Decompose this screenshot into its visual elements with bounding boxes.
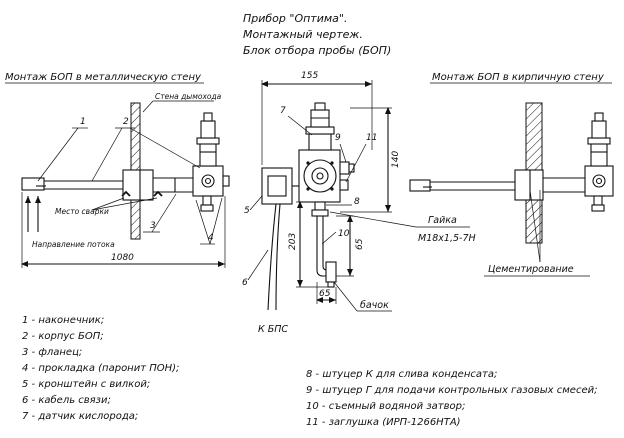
dim-1080: 1080 (111, 253, 134, 263)
callout-1: 1 (80, 117, 86, 127)
legend-left: 1 - наконечник; 2 - корпус БОП; 3 - флан… (22, 315, 179, 422)
title-line-3: Блок отбора пробы (БОП) (243, 44, 391, 57)
callout-9: 9 (335, 133, 341, 143)
flow-direction-label: Направление потока (32, 240, 115, 249)
dim-203: 203 (288, 233, 298, 250)
title-line-1: Прибор "Оптима". (243, 12, 347, 25)
dim-65-horizontal: 65 (319, 289, 331, 299)
legend-item-1: 1 - наконечник; (22, 315, 104, 326)
dim-155: 155 (301, 71, 318, 81)
legend-right: 8 - штуцер К для слива конденсата; 9 - ш… (306, 369, 597, 428)
legend-item-3: 3 - фланец; (22, 347, 82, 358)
right-view-header: Монтаж БОП в кирпичную стену (432, 72, 605, 83)
dim-140: 140 (391, 151, 401, 168)
weld-label: Место сварки (55, 207, 109, 216)
callout-5: 5 (244, 206, 250, 216)
wall-label: Стена дымохода (155, 92, 222, 101)
nut-thread-label: М18х1,5-7Н (418, 233, 476, 244)
legend-item-5: 5 - кронштейн с вилкой; (22, 379, 150, 390)
legend-item-2: 2 - корпус БОП; (22, 331, 104, 342)
left-view-header: Монтаж БОП в металлическую стену (5, 72, 202, 83)
right-view: Монтаж БОП в кирпичную стену Цементирова… (409, 72, 614, 277)
legend-item-6: 6 - кабель связи; (22, 394, 111, 406)
legend-item-4: 4 - прокладка (паронит ПОН); (22, 363, 179, 374)
cementing-label: Цементирование (488, 264, 574, 275)
callout-3: 3 (150, 221, 156, 231)
callout-11: 11 (366, 133, 377, 143)
callout-8: 8 (354, 197, 360, 207)
callout-10: 10 (338, 229, 350, 239)
title-line-2: Монтажный чертеж. (243, 28, 363, 41)
center-view: 155 140 (242, 71, 476, 335)
callout-6: 6 (242, 278, 248, 288)
bps-label: К БПС (258, 324, 288, 335)
callout-4: 4 (208, 233, 214, 243)
callout-7: 7 (280, 106, 286, 116)
title-block: Прибор "Оптима". Монтажный чертеж. Блок … (243, 12, 391, 57)
legend-item-11: 11 - заглушка (ИРП-1266НТА) (306, 417, 461, 428)
dim-65-vertical: 65 (355, 238, 365, 250)
legend-item-9: 9 - штуцер Г для подачи контрольных газо… (306, 385, 597, 396)
legend-item-10: 10 - съемный водяной затвор; (306, 401, 465, 412)
legend-item-7: 7 - датчик кислорода; (22, 411, 138, 422)
nut-label: Гайка (428, 215, 457, 226)
left-view: Монтаж БОП в металлическую стену Стена д… (5, 72, 230, 268)
tank-label: бачок (360, 300, 389, 311)
callout-2: 2 (123, 117, 129, 127)
legend-item-8: 8 - штуцер К для слива конденсата; (306, 369, 497, 380)
